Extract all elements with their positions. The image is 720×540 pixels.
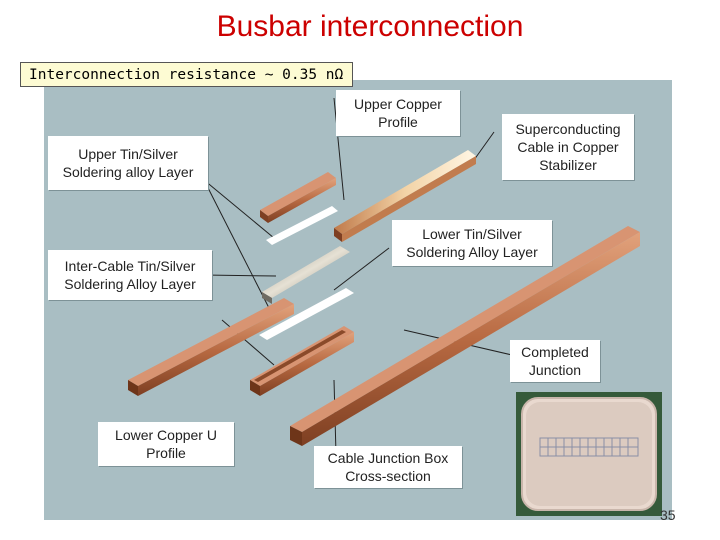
slide-title: Busbar interconnection xyxy=(216,10,524,43)
label-cable-junction-box: Cable Junction Box Cross-section xyxy=(314,446,462,488)
page-number: 35 xyxy=(660,507,676,523)
completed-junction-bar xyxy=(290,226,640,446)
lower-solder-foil xyxy=(259,288,354,340)
upper-solder-foil xyxy=(266,206,338,245)
lower-copper-u-bar xyxy=(250,326,354,396)
upper-copper-small-bar xyxy=(260,172,336,223)
label-superconducting-cable: Superconducting Cable in Copper Stabiliz… xyxy=(502,114,634,180)
label-lower-tin-silver: Lower Tin/Silver Soldering Alloy Layer xyxy=(392,220,552,266)
busbar-diagram: Upper Copper Profile Superconducting Cab… xyxy=(44,80,672,520)
label-upper-copper-profile: Upper Copper Profile xyxy=(336,90,460,136)
resistance-note: Interconnection resistance ~ 0.35 nΩ xyxy=(20,62,353,87)
inter-cable-weave xyxy=(262,246,350,298)
lower-left-copper-bar xyxy=(128,298,294,396)
cross-section-image xyxy=(521,397,657,511)
superconducting-cable-bar xyxy=(334,150,476,242)
label-inter-cable-tin-silver: Inter-Cable Tin/Silver Soldering Alloy L… xyxy=(48,250,212,300)
label-upper-tin-silver: Upper Tin/Silver Soldering alloy Layer xyxy=(48,136,208,190)
label-lower-copper-u-profile: Lower Copper U Profile xyxy=(98,422,234,466)
diagram-drawing xyxy=(128,97,640,455)
cross-section-photo xyxy=(516,392,662,516)
label-completed-junction: Completed Junction xyxy=(510,340,600,382)
